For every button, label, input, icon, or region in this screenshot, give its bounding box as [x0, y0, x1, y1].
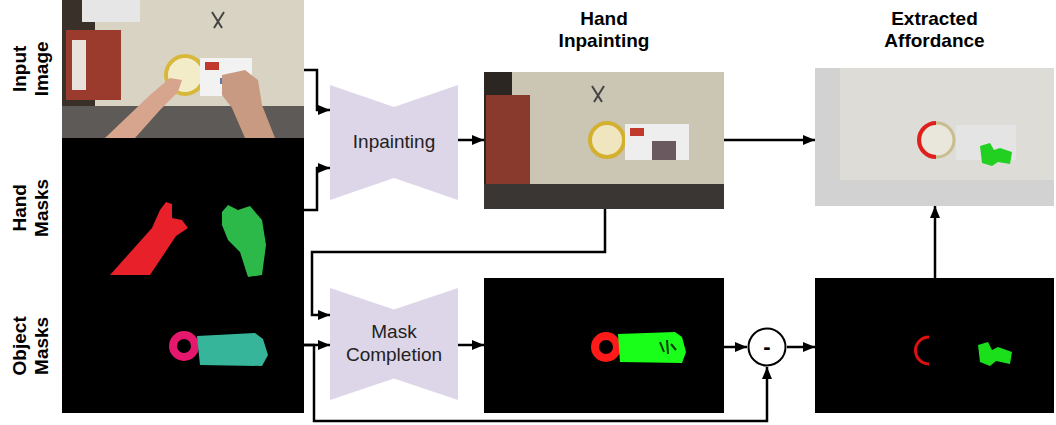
- input-photo: [62, 0, 304, 138]
- completed-masks: [484, 278, 724, 413]
- bowl-mask: [173, 335, 195, 357]
- table-top: [512, 72, 724, 184]
- inpainted-image-panel: Hand Inpainting: [484, 0, 724, 209]
- mask-completion-network: Mask Completion: [330, 288, 458, 400]
- mask-detail: [660, 340, 676, 354]
- row-label: Hand Masks: [9, 168, 53, 248]
- mask-ground: [62, 138, 304, 278]
- inpainted-photo: [484, 72, 724, 209]
- lap: [484, 184, 724, 209]
- milk-carton: [625, 124, 689, 160]
- row-label: Object Masks: [9, 306, 53, 386]
- flow-connector: [458, 139, 484, 142]
- bowl: [590, 123, 624, 157]
- node-label: Inpainting: [353, 131, 435, 154]
- left-hand-mask: [110, 202, 188, 275]
- carton-mask: [197, 333, 268, 366]
- difference-masks: [815, 278, 1054, 413]
- toaster: [82, 0, 140, 22]
- panel-title: Hand Inpainting: [549, 8, 659, 52]
- photo-ground: [484, 72, 724, 209]
- mask-ground: [62, 278, 304, 413]
- flow-connector: [304, 70, 330, 110]
- cereal-box: [66, 30, 121, 100]
- bowl-affordance: [919, 123, 936, 157]
- object-masks: [62, 278, 304, 413]
- flow-connector: [304, 168, 330, 210]
- flow-arrow: [724, 346, 747, 349]
- faded-bowl: [920, 123, 954, 157]
- mask-ground: [815, 278, 1054, 413]
- node-label: Mask Completion: [338, 321, 450, 367]
- faded-table: [840, 68, 1054, 180]
- left-arm: [105, 78, 182, 138]
- bowl-affordance: [915, 337, 929, 364]
- hand-masks: [62, 138, 304, 278]
- row-label: Input Image: [9, 29, 53, 109]
- affordance-image-panel: Extracted Affordance: [815, 0, 1054, 206]
- inpaint-smudge: [652, 141, 676, 160]
- right-hand: [222, 70, 275, 138]
- carton-mask: [618, 332, 686, 363]
- circle-outline: [749, 329, 786, 366]
- box-label: [72, 40, 86, 90]
- carton-print: [205, 62, 219, 70]
- inpainting-network: Inpainting: [330, 85, 458, 200]
- faded-ground: [815, 68, 1054, 206]
- row-label-column: Input Image: [0, 0, 62, 138]
- flow-connector: [724, 139, 815, 142]
- flow-arrow: [934, 206, 937, 278]
- input-image-panel: Input Image: [0, 0, 304, 138]
- subtraction-operator: -: [747, 327, 787, 367]
- carton-affordance: [980, 143, 1012, 166]
- mask-ground: [484, 278, 724, 413]
- row-label-column: Hand Masks: [0, 138, 62, 278]
- affordance-photo: [815, 68, 1054, 206]
- carton-affordance: [978, 342, 1012, 366]
- object-mask-panel: Object Masks: [0, 278, 304, 413]
- carton-print: [630, 128, 644, 136]
- node-label: -: [763, 336, 770, 358]
- flow-arrow: [787, 346, 815, 349]
- row-label-column: Object Masks: [0, 278, 62, 413]
- hand-mask-panel: Hand Masks: [0, 138, 304, 278]
- hourglass-outline: [330, 85, 458, 200]
- panel-title: Extracted Affordance: [872, 8, 997, 52]
- hourglass-outline: [330, 288, 458, 400]
- scissors: [212, 12, 224, 28]
- photo-ground: [62, 0, 304, 138]
- scissors: [592, 86, 604, 102]
- flow-arrow: [458, 344, 484, 347]
- cereal-box: [486, 95, 530, 187]
- right-hand-mask: [222, 205, 266, 277]
- bowl-mask: [595, 336, 617, 358]
